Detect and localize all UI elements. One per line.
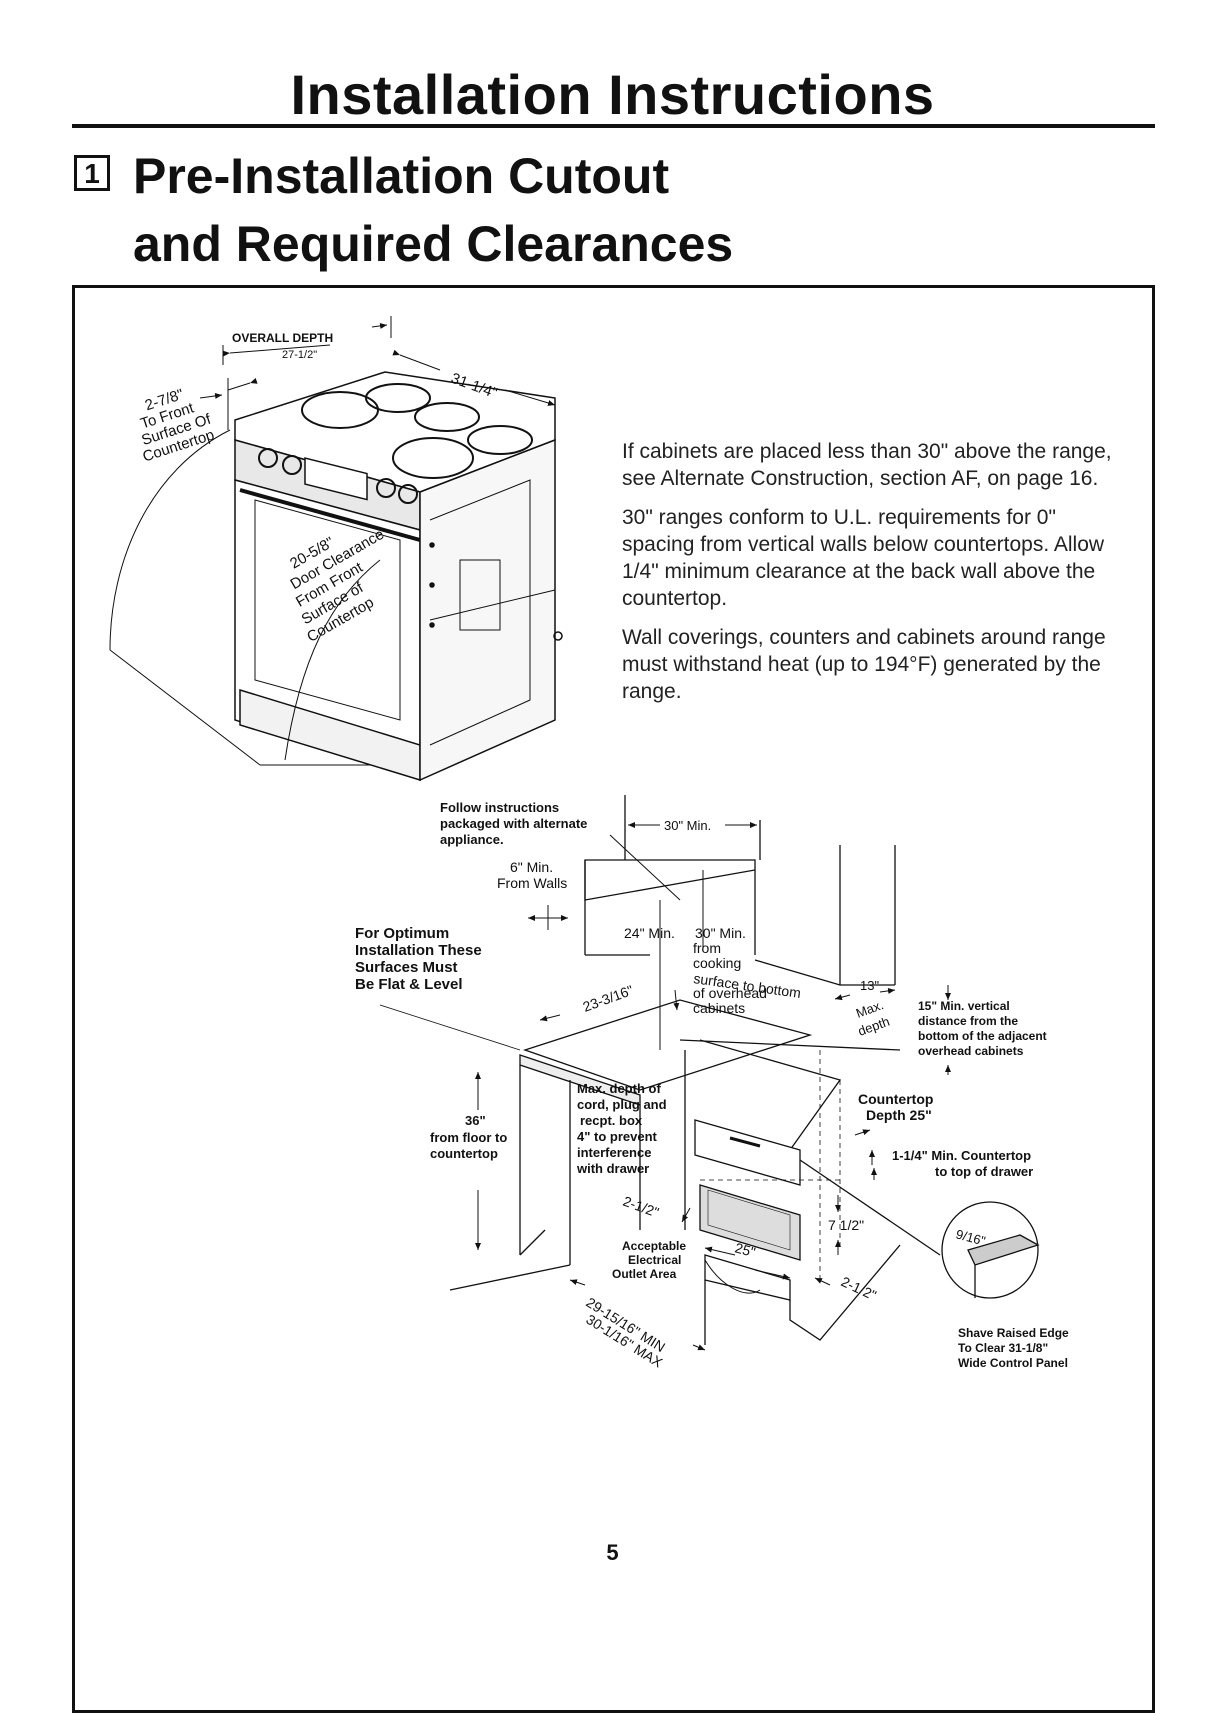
illustrations: OVERALL DEPTH 27-1/2" 31-1/4" 2-7/8" To …	[109, 316, 1069, 1371]
cutout-illustration	[449, 795, 1040, 1345]
optimum-line-4: Be Flat & Level	[355, 976, 463, 993]
drawer-line-1: 1-1/4" Min. Countertop	[892, 1148, 1031, 1163]
page-number: 5	[606, 1540, 619, 1565]
heading-line-2: and Required Clearances	[133, 216, 734, 272]
vertical-line-4: overhead cabinets	[918, 1044, 1024, 1058]
drawer-line-2: to top of drawer	[935, 1164, 1033, 1179]
max13-line-1: 13"	[860, 978, 879, 993]
dim-7-half: 7 1/2"	[828, 1217, 864, 1233]
walls-line-2: From Walls	[497, 875, 567, 891]
countertop-line-2: Depth 25"	[866, 1107, 932, 1123]
cord-line-5: interference	[577, 1145, 651, 1160]
floor-line-3: countertop	[430, 1146, 498, 1161]
follow-line-1: Follow instructions	[440, 800, 559, 815]
optimum-line-3: Surfaces Must	[355, 959, 458, 976]
vertical-line-3: bottom of the adjacent	[918, 1029, 1047, 1043]
vertical-line-2: distance from the	[918, 1014, 1018, 1028]
cord-line-4: 4" to prevent	[577, 1129, 658, 1144]
cord-line-1: Max. depth of	[577, 1081, 661, 1096]
optimum-line-2: Installation These	[355, 942, 482, 959]
cord-line-3: recpt. box	[580, 1113, 643, 1128]
dim-2-half-a: 2-1/2"	[621, 1193, 661, 1221]
outlet-line-1: Acceptable	[622, 1239, 686, 1253]
step-number-box: 1	[74, 155, 110, 191]
cook-line-2: from	[693, 940, 721, 956]
walls-line-1: 6" Min.	[510, 859, 553, 875]
shave-line-2: To Clear 31-1/8"	[958, 1341, 1048, 1355]
overall-depth-label: OVERALL DEPTH	[232, 331, 333, 345]
dim-23-3-16: 23-3/16"	[581, 982, 636, 1015]
vertical-line-1: 15" Min. vertical	[918, 999, 1010, 1013]
follow-line-3: appliance.	[440, 832, 504, 847]
title-rule	[72, 124, 1155, 128]
dim-25: 25"	[733, 1239, 757, 1260]
heading-line-1: Pre-Installation Cutout	[133, 148, 670, 204]
min-24-label: 24" Min.	[624, 925, 675, 941]
cord-line-2: cord, plug and	[577, 1097, 667, 1112]
outlet-line-3: Outlet Area	[612, 1267, 677, 1281]
section-heading: Pre-Installation Cutout and Required Cle…	[133, 142, 733, 278]
optimum-line-1: For Optimum	[355, 925, 449, 942]
floor-line-1: 36"	[465, 1113, 486, 1128]
top-30-min: 30" Min.	[664, 818, 711, 833]
countertop-line-1: Countertop	[858, 1091, 933, 1107]
shave-line-1: Shave Raised Edge	[958, 1326, 1069, 1340]
cord-line-6: with drawer	[576, 1161, 649, 1176]
floor-line-2: from floor to	[430, 1130, 507, 1145]
overall-depth-value: 27-1/2"	[282, 349, 317, 361]
page-title: Installation Instructions	[290, 63, 935, 126]
note-paragraph-3: Wall coverings, counters and cabinets ar…	[622, 626, 1106, 703]
clearance-notes: If cabinets are placed less than 30" abo…	[622, 438, 1122, 717]
cook-line-3: cooking	[693, 955, 741, 971]
follow-line-2: packaged with alternate	[440, 816, 587, 831]
cook-line-6: cabinets	[693, 1000, 745, 1016]
note-paragraph-1: If cabinets are placed less than 30" abo…	[622, 440, 1112, 490]
outlet-line-2: Electrical	[628, 1253, 681, 1267]
range-illustration	[109, 371, 563, 782]
front-clearance-label: 2-7/8" To Front Surface Of Countertop	[138, 386, 216, 466]
note-paragraph-2: 30" ranges conform to U.L. requirements …	[622, 506, 1105, 610]
cook-line-1: 30" Min.	[695, 925, 746, 941]
cook-line-5: of overhead	[693, 985, 767, 1001]
shave-line-3: Wide Control Panel	[958, 1356, 1068, 1370]
